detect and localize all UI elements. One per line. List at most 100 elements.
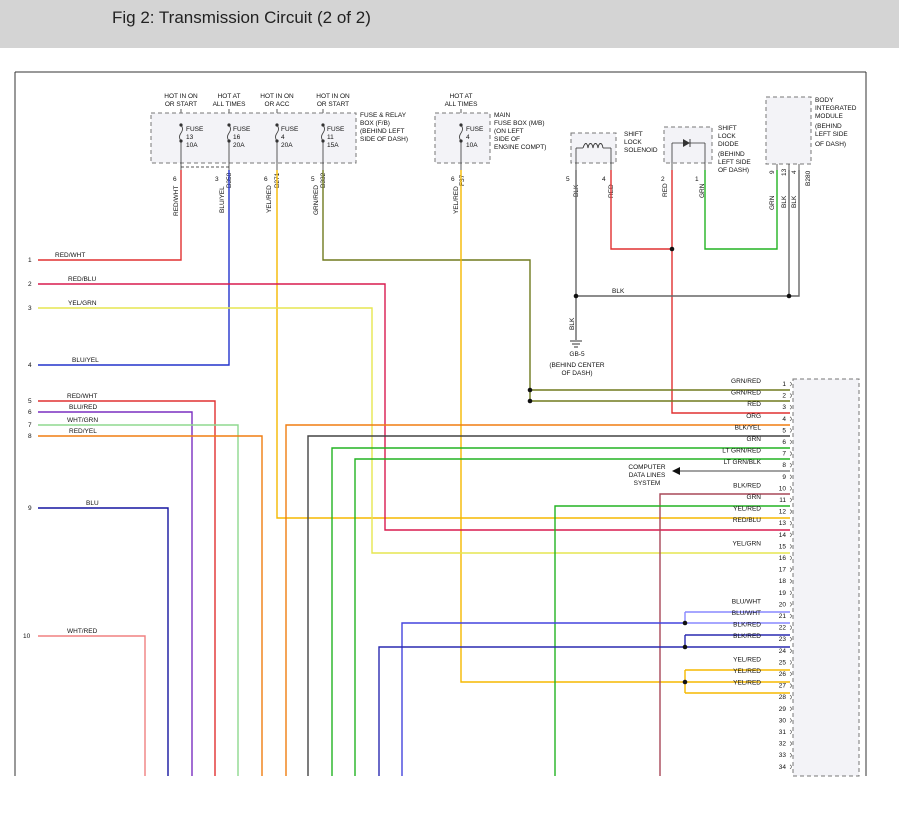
connector-pin-32: 32 [779, 741, 787, 748]
fuse-relay-box: HOT IN ON OR START HOT AT ALL TIMES HOT … [150, 93, 408, 216]
connector-pin-24: 24 [779, 648, 787, 655]
connector-pin-5: 5 [782, 427, 786, 434]
mb-fuse-label: FUSE [466, 126, 484, 133]
connector-pin-terminal [789, 393, 792, 398]
circuit-number-10: 10 [23, 633, 31, 640]
circuit-number-1: 1 [28, 257, 32, 264]
connector-pin-terminal [789, 602, 792, 607]
fuse-13-number: 13 [186, 134, 194, 141]
connector-pin-23: 23 [779, 636, 787, 643]
computer-data-3: SYSTEM [634, 480, 661, 487]
mb-desc-5: ENGINE COMPT) [494, 144, 546, 151]
connector-pin-22: 22 [779, 625, 787, 632]
fb-desc-1: FUSE & RELAY [360, 112, 407, 119]
solenoid-coil-icon [582, 143, 604, 149]
connector-pin-terminal [789, 555, 792, 561]
diode-label-1: SHIFT [718, 125, 737, 132]
connector-pin-wire-6: GRN [747, 436, 762, 443]
solenoid-label-1: SHIFT [624, 131, 643, 138]
diode-wire-red: RED [662, 183, 669, 197]
circuit-number-4: 4 [28, 362, 32, 369]
mb-desc-3: (ON LEFT [494, 128, 524, 135]
connector-pin-terminal [789, 416, 792, 422]
connector-pin-terminal [789, 578, 792, 584]
mb-hot-label-a: HOT AT [450, 93, 473, 100]
circuit-wire-label-2: RED/BLU [68, 276, 96, 283]
solenoid-label-3: SOLENOID [624, 147, 658, 154]
fuse-11-rating: 15A [327, 142, 339, 149]
diode-pin-1: 1 [695, 176, 699, 183]
connector-pin-terminal [789, 718, 792, 723]
connector-block-outline [792, 378, 860, 777]
fuse-4-rating: 20A [281, 142, 293, 149]
connector-pin-13: 13 [779, 520, 787, 527]
ground-bus-label: BLK [612, 288, 625, 295]
connector-pin-wire-7: LT GRN/RED [722, 448, 761, 455]
fb-desc-3: (BEHIND LEFT [360, 128, 404, 135]
connector-pin-6: 6 [782, 439, 786, 446]
connector-pin-7: 7 [782, 451, 786, 458]
bim-label-3: MODULE [815, 113, 843, 120]
connector-pin-8: 8 [782, 462, 786, 469]
connector-pin-28: 28 [779, 694, 787, 701]
shift-lock-solenoid: SHIFT LOCK SOLENOID 5 4 BLK RED [566, 131, 658, 198]
connector-pin-14: 14 [779, 532, 787, 539]
bim-pin-13: 13 [781, 168, 788, 176]
ground-location-1: (BEHIND CENTER [549, 362, 605, 369]
mb-pin: 6 [451, 176, 455, 183]
circuit-wire-label-10: WHT/RED [67, 628, 98, 635]
connector-pin-wire-25: YEL/RED [733, 656, 761, 663]
connector-pin-31: 31 [779, 729, 787, 736]
diode-symbol-icon [683, 139, 690, 147]
connector-pin-terminal [789, 683, 792, 688]
connector-pin-wire-20: BLU/WHT [732, 598, 761, 605]
fuse-4-label: FUSE [281, 126, 299, 133]
connector-pin-25: 25 [779, 659, 787, 666]
left-circuit-wires [38, 283, 790, 776]
connector-pin-wire-21: BLU/WHT [732, 610, 761, 617]
hot-label-2b: ALL TIMES [213, 101, 247, 108]
connector-pin-21: 21 [779, 613, 787, 620]
ground-gb5: BLK GB-5 (BEHIND CENTER OF DASH) [549, 317, 605, 377]
connector-wires [285, 389, 790, 776]
connector-pin-3: 3 [782, 404, 786, 411]
left-circuit-labels: 1RED/WHT2RED/BLU3YEL/GRN4BLU/YEL5RED/WHT… [23, 252, 99, 640]
connector-pin-terminal [789, 567, 792, 572]
fb-pin-1: 6 [173, 176, 177, 183]
fuse-13-label: FUSE [186, 126, 204, 133]
connector-pin-34: 34 [779, 764, 787, 771]
diode-label-6: OF DASH) [718, 167, 749, 174]
mb-desc-2: FUSE BOX (M/B) [494, 120, 545, 127]
connector-pin-terminal [789, 752, 792, 758]
title-bar: Fig 2: Transmission Circuit (2 of 2) [0, 0, 899, 48]
connector-pin-1: 1 [782, 381, 786, 388]
connector-pin-terminal [789, 451, 792, 456]
solenoid-pin-4: 4 [602, 176, 606, 183]
hot-label-4b: OR START [317, 101, 349, 108]
ground-wire-label: BLK [569, 317, 576, 330]
main-fuse-box-outline [434, 112, 491, 164]
top-wires [38, 170, 800, 683]
hot-label-1a: HOT IN ON [164, 93, 198, 100]
circuit-wire-label-6: BLU/RED [69, 404, 97, 411]
circuit-number-7: 7 [28, 422, 32, 429]
arrow-left-icon [672, 467, 680, 475]
solenoid-pin-5: 5 [566, 176, 570, 183]
fb-pin-4: 5 [311, 176, 315, 183]
connector-pin-30: 30 [779, 717, 787, 724]
bim-connector: B280 [805, 170, 812, 186]
mb-connector: F37 [459, 174, 466, 186]
circuit-wire-label-4: BLU/YEL [72, 357, 99, 364]
connector-pin-26: 26 [779, 671, 787, 678]
hot-label-3b: OR ACC [265, 101, 290, 108]
connector-pin-15: 15 [779, 543, 787, 550]
mb-desc-1: MAIN [494, 112, 511, 119]
top-splices [573, 246, 792, 299]
bim-wire-blk-1: BLK [781, 195, 788, 208]
connector-pin-terminal [789, 497, 792, 503]
mb-fuse-rating: 10A [466, 142, 478, 149]
fb-pin-3: 6 [264, 176, 268, 183]
circuit-wire-label-9: BLU [86, 500, 99, 507]
connector-pin-20: 20 [779, 601, 787, 608]
connector-pin-terminal [789, 625, 792, 630]
